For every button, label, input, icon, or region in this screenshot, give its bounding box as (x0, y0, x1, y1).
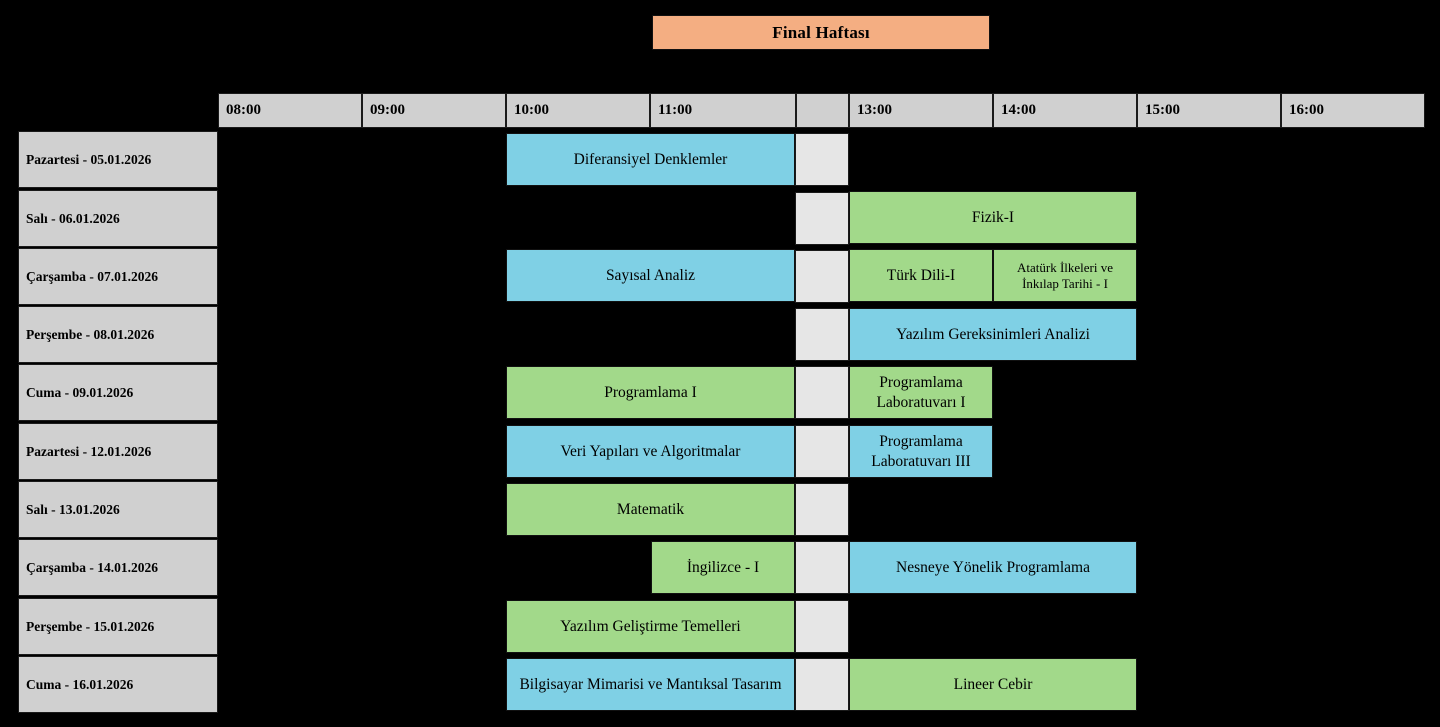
exam-block[interactable]: Türk Dili-I (849, 249, 993, 302)
time-header-cell-0800: 08:00 (218, 93, 362, 128)
lunch-break-cell (795, 366, 849, 419)
day-label-cell: Pazartesi - 05.01.2026 (18, 131, 218, 188)
time-header-cell-1600: 16:00 (1281, 93, 1425, 128)
time-header-cell-1500: 15:00 (1137, 93, 1281, 128)
time-header-cell-1100: 11:00 (650, 93, 796, 128)
time-header-cell-break (796, 93, 849, 128)
exam-block[interactable]: Veri Yapıları ve Algoritmalar (506, 425, 795, 478)
day-label-cell: Pazartesi - 12.01.2026 (18, 423, 218, 480)
day-label-cell: Çarşamba - 07.01.2026 (18, 248, 218, 305)
day-label-cell: Salı - 06.01.2026 (18, 190, 218, 247)
exam-block[interactable]: Sayısal Analiz (506, 249, 795, 302)
day-label-cell: Salı - 13.01.2026 (18, 481, 218, 538)
lunch-break-cell (795, 483, 849, 536)
exam-block[interactable]: Programlama Laboratuvarı I (849, 366, 993, 419)
exam-block[interactable]: Programlama I (506, 366, 795, 419)
day-label-cell: Cuma - 09.01.2026 (18, 364, 218, 421)
lunch-break-cell (795, 308, 849, 361)
day-label-cell: Cuma - 16.01.2026 (18, 656, 218, 713)
exam-block[interactable]: Yazılım Geliştirme Temelleri (506, 600, 795, 653)
lunch-break-cell (795, 425, 849, 478)
exam-block[interactable]: Lineer Cebir (849, 658, 1137, 711)
exam-block[interactable]: Programlama Laboratuvarı III (849, 425, 993, 478)
time-header-cell-0900: 09:00 (362, 93, 506, 128)
exam-block[interactable]: Yazılım Gereksinimleri Analizi (849, 308, 1137, 361)
exam-block[interactable]: Matematik (506, 483, 795, 536)
exam-block[interactable]: Diferansiyel Denklemler (506, 133, 795, 186)
exam-block[interactable]: Fizik-I (849, 191, 1137, 244)
time-header-cell-1300: 13:00 (849, 93, 993, 128)
lunch-break-cell (795, 133, 849, 186)
time-header-cell-1400: 14:00 (993, 93, 1137, 128)
lunch-break-cell (795, 658, 849, 711)
page-title: Final Haftası (652, 15, 990, 50)
day-label-cell: Çarşamba - 14.01.2026 (18, 539, 218, 596)
exam-block[interactable]: Nesneye Yönelik Programlama (849, 541, 1137, 594)
time-header-cell-1000: 10:00 (506, 93, 650, 128)
lunch-break-cell (795, 250, 849, 303)
exam-block[interactable]: Bilgisayar Mimarisi ve Mantıksal Tasarım (506, 658, 795, 711)
day-label-cell: Perşembe - 08.01.2026 (18, 306, 218, 363)
lunch-break-cell (795, 600, 849, 653)
exam-block[interactable]: İngilizce - I (651, 541, 795, 594)
exam-block[interactable]: Atatürk İlkeleri ve İnkılap Tarihi - I (993, 249, 1137, 302)
lunch-break-cell (795, 541, 849, 594)
lunch-break-cell (795, 192, 849, 245)
day-label-cell: Perşembe - 15.01.2026 (18, 598, 218, 655)
